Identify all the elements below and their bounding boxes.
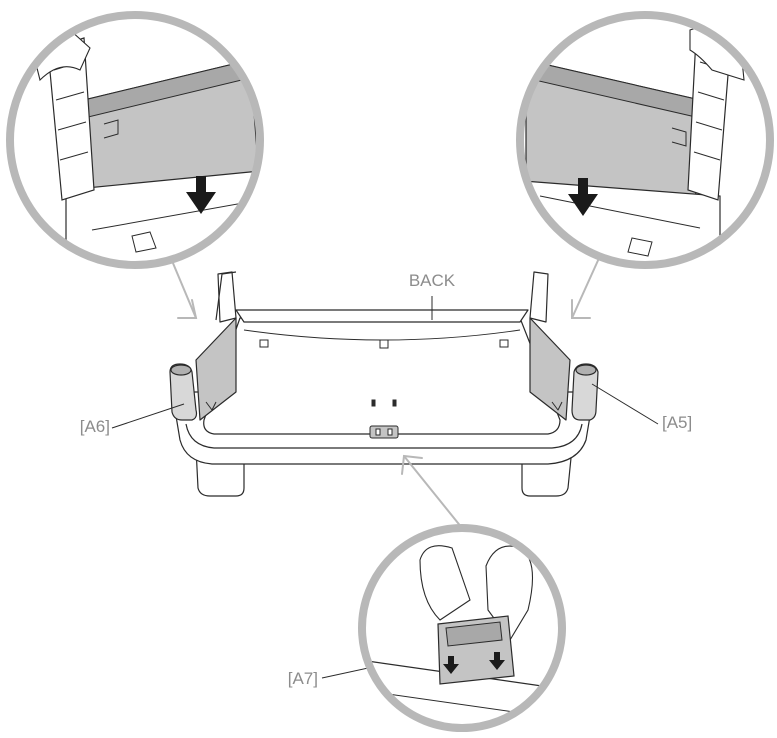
front-latch — [369, 425, 399, 439]
back-label: BACK — [409, 271, 456, 290]
back-slots — [259, 339, 509, 407]
right-side-panel — [529, 271, 571, 421]
bottom-detail-callout — [358, 524, 566, 732]
down-arrow-icon — [568, 178, 598, 216]
a5-leader — [591, 383, 659, 425]
a6-leader — [111, 403, 185, 429]
front-lip — [185, 423, 583, 449]
right-detail-callout — [516, 11, 774, 269]
callout-arrows — [169, 255, 601, 529]
back-wall — [235, 309, 529, 323]
a6-label: [A6] — [80, 417, 110, 436]
left-side-panel — [195, 271, 237, 421]
down-arrow-icon — [186, 176, 216, 214]
down-arrow-icon — [443, 656, 459, 674]
right-front-post — [571, 363, 599, 421]
left-detail-callout — [6, 11, 264, 269]
left-front-post — [169, 363, 198, 421]
a7-label: [A7] — [288, 669, 318, 688]
a5-label: [A5] — [662, 413, 692, 432]
tray-floor — [203, 317, 561, 435]
down-arrow-icon — [489, 652, 505, 670]
